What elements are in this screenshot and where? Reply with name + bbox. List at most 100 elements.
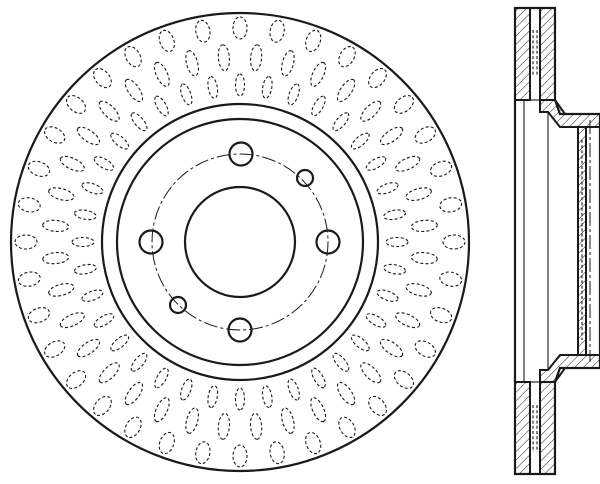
vent-ring-2-slot bbox=[379, 126, 404, 146]
vent-ring-3-slot bbox=[110, 334, 130, 352]
vent-ring-2-slot bbox=[336, 78, 356, 103]
vent-ring-3-slot bbox=[365, 313, 387, 328]
vent-ring-3-slot bbox=[154, 367, 169, 389]
vent-ring-3-slot bbox=[73, 263, 97, 275]
vent-ring-3-slot bbox=[385, 236, 409, 248]
vent-ring-2-slot bbox=[249, 44, 263, 72]
bolt-circle bbox=[151, 153, 329, 331]
locating-hole-upper bbox=[295, 168, 315, 188]
upper-vent-gap bbox=[529, 7, 541, 101]
vent-ring-2-slot bbox=[281, 50, 295, 77]
hat-outer-circle bbox=[100, 102, 380, 382]
vent-ring-1-slot bbox=[158, 431, 175, 455]
vent-ring-2-slot bbox=[153, 397, 170, 423]
center-bore bbox=[183, 185, 297, 299]
vent-ring-1-slot bbox=[158, 29, 175, 53]
vent-ring-2-slot bbox=[379, 338, 404, 358]
vent-ring-2-slot bbox=[360, 362, 382, 384]
vent-ring-1-slot bbox=[65, 95, 87, 114]
vent-ring-2-slot bbox=[124, 381, 144, 406]
vent-ring-3-slot bbox=[81, 182, 104, 195]
vent-ring-2-slot bbox=[410, 251, 438, 265]
vent-ring-3-slot bbox=[110, 132, 130, 150]
vent-ring-1-slot bbox=[368, 67, 387, 89]
vent-ring-3-slot bbox=[130, 352, 148, 372]
vent-ring-1-slot bbox=[393, 95, 415, 114]
vent-ring-2-slot bbox=[249, 412, 263, 440]
upper-hat-wall bbox=[539, 99, 600, 128]
vent-ring-3-slot bbox=[207, 75, 219, 99]
vent-ring-3-slot bbox=[207, 385, 219, 409]
stud-hole-right bbox=[315, 229, 341, 255]
vent-ring-2-slot bbox=[336, 381, 356, 406]
upper-outer-cheek bbox=[514, 7, 531, 101]
vent-ring-3-slot bbox=[234, 387, 246, 411]
vent-ring-3-slot bbox=[287, 83, 300, 106]
vent-ring-2-slot bbox=[405, 187, 432, 201]
vent-ring-2-slot bbox=[185, 50, 199, 77]
vent-ring-2-slot bbox=[153, 61, 170, 87]
vent-ring-2-slot bbox=[217, 44, 231, 72]
vent-ring-2-slot bbox=[48, 187, 75, 201]
front-view bbox=[9, 11, 471, 473]
vent-ring-1-slot bbox=[14, 234, 38, 250]
vent-ring-2-slot bbox=[98, 100, 120, 122]
vent-ring-3-slot bbox=[81, 289, 104, 302]
vent-ring-2-slot bbox=[405, 283, 432, 297]
vent-ring-1-slot bbox=[43, 126, 66, 144]
vent-ring-3-slot bbox=[350, 334, 370, 352]
vent-ring-3-slot bbox=[332, 112, 350, 132]
stud-hole-left bbox=[138, 229, 164, 255]
rotor-outer-edge bbox=[9, 11, 471, 473]
vent-ring-3-slot bbox=[383, 209, 407, 221]
vent-ring-3-slot bbox=[130, 112, 148, 132]
stud-hole-bottom bbox=[227, 317, 253, 343]
vent-ring-1-slot bbox=[269, 441, 285, 465]
vent-ring-1-slot bbox=[195, 441, 211, 465]
vent-ring-2-slot bbox=[395, 312, 421, 329]
vent-ring-1-slot bbox=[124, 45, 142, 68]
vent-ring-2-slot bbox=[310, 61, 327, 87]
vent-ring-1-slot bbox=[65, 370, 87, 389]
vent-ring-1-slot bbox=[27, 307, 51, 324]
vent-ring-1-slot bbox=[439, 197, 463, 213]
vent-ring-3-slot bbox=[180, 378, 193, 401]
locating-hole-lower bbox=[168, 295, 188, 315]
vent-ring-3-slot bbox=[383, 263, 407, 275]
vent-ring-2-slot bbox=[395, 155, 421, 172]
lower-vent-gap bbox=[529, 381, 541, 475]
vent-ring-1-slot bbox=[442, 234, 466, 250]
vent-ring-1-slot bbox=[338, 45, 356, 68]
vent-ring-3-slot bbox=[332, 352, 350, 372]
vent-ring-3-slot bbox=[71, 236, 95, 248]
vent-ring-3-slot bbox=[154, 95, 169, 117]
vent-ring-1-slot bbox=[17, 271, 41, 287]
vent-ring-1-slot bbox=[232, 444, 248, 468]
vent-ring-3-slot bbox=[93, 313, 115, 328]
vent-ring-3-slot bbox=[350, 132, 370, 150]
vent-ring-3-slot bbox=[261, 75, 273, 99]
vent-ring-3-slot bbox=[93, 156, 115, 171]
vent-ring-1-slot bbox=[414, 340, 437, 358]
vent-ring-1-slot bbox=[17, 197, 41, 213]
vent-ring-3-slot bbox=[376, 289, 399, 302]
vent-ring-1-slot bbox=[338, 416, 356, 439]
lower-inner-cheek bbox=[539, 381, 556, 475]
vent-ring-2-slot bbox=[410, 219, 438, 233]
upper-inner-cheek bbox=[539, 7, 556, 101]
vent-ring-1-slot bbox=[368, 395, 387, 417]
vent-ring-1-slot bbox=[195, 19, 211, 43]
vent-ring-2-slot bbox=[59, 312, 85, 329]
vent-ring-3-slot bbox=[376, 182, 399, 195]
vent-ring-3-slot bbox=[261, 385, 273, 409]
vent-ring-1-slot bbox=[93, 395, 112, 417]
vent-ring-3-slot bbox=[234, 73, 246, 97]
vent-ring-1-slot bbox=[27, 160, 51, 177]
vent-ring-1-slot bbox=[393, 370, 415, 389]
vent-ring-1-slot bbox=[439, 271, 463, 287]
vent-ring-2-slot bbox=[48, 283, 75, 297]
vent-ring-2-slot bbox=[59, 155, 85, 172]
vent-ring-2-slot bbox=[217, 412, 231, 440]
vent-ring-3-slot bbox=[365, 156, 387, 171]
